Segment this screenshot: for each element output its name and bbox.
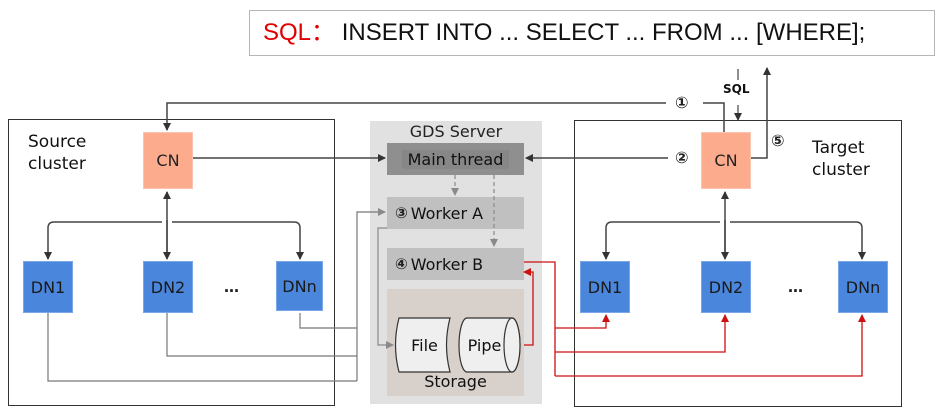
main-thread-box: Main thread — [387, 143, 524, 175]
red-to-target-dn1 — [555, 314, 610, 329]
source-cn-node: CN — [143, 132, 193, 189]
step-3-marker: ③ — [395, 204, 408, 222]
source-cluster-label: Source cluster — [28, 131, 86, 175]
target-cluster-label: Target cluster — [812, 137, 870, 181]
source-cn-dnn-arrow — [172, 221, 304, 260]
target-dnn-node: DNn — [838, 261, 888, 313]
target-dnn-label: DNn — [845, 277, 881, 297]
worker-b-box: ④ Worker B — [387, 248, 524, 280]
target-cn-dn1-arrow — [602, 221, 720, 260]
target-dn2-label: DN2 — [708, 277, 744, 297]
pipe-to-worker-b — [523, 268, 534, 346]
worker-a-box: ③ Worker A — [387, 197, 524, 229]
step1-connector-left — [163, 102, 666, 131]
pipe-label: Pipe — [467, 336, 502, 355]
source-cn-dn1-arrow — [44, 221, 162, 260]
step1-connector — [703, 102, 725, 132]
file-shape — [394, 317, 451, 373]
red-to-target-dn2 — [555, 314, 729, 353]
target-dn1-node: DN1 — [580, 261, 630, 313]
source-dn2-node: DN2 — [143, 261, 193, 313]
gds-collector-to-worker-a — [356, 208, 386, 381]
target-dn2-node: DN2 — [701, 261, 751, 313]
worker-b-label: Worker B — [410, 254, 484, 274]
file-label: File — [411, 336, 438, 355]
source-dnn-to-gds — [299, 313, 357, 329]
storage-label: Storage — [424, 372, 487, 391]
worker-b-to-target-dns — [524, 261, 556, 376]
pipe-cap — [503, 317, 521, 373]
sql-statement-box: SQL： INSERT INTO ... SELECT ... FROM ...… — [249, 10, 935, 56]
target-cluster-label-line1: Target — [812, 138, 865, 158]
step-5-marker: ⑤ — [771, 131, 785, 150]
target-cn-dnn-arrow — [730, 221, 866, 260]
step-1-marker: ① — [675, 93, 689, 112]
step5-connector — [751, 67, 771, 159]
step-4-marker: ④ — [395, 255, 408, 273]
sql-keyword: SQL： — [263, 19, 336, 46]
source-cluster-label-line2: cluster — [28, 154, 86, 174]
source-cluster-box — [8, 119, 335, 406]
target-cn-node: CN — [701, 132, 751, 189]
target-dn1-label: DN1 — [587, 277, 623, 297]
gds-server-title: GDS Server — [409, 122, 503, 141]
source-dn1-to-gds — [47, 313, 357, 382]
worker-a-label: Worker A — [410, 203, 484, 223]
step-2-marker: ② — [675, 148, 689, 167]
sql-statement-text: INSERT INTO ... SELECT ... FROM ... [WHE… — [335, 19, 866, 46]
source-dnn-node: DNn — [276, 261, 323, 311]
source-cluster-label-line1: Source — [28, 132, 87, 152]
source-dn-ellipsis: … — [224, 278, 239, 296]
source-dn1-node: DN1 — [23, 261, 73, 313]
target-cluster-label-line2: cluster — [812, 160, 870, 180]
red-to-target-dnn — [555, 314, 866, 377]
source-dnn-label: DNn — [282, 276, 317, 296]
target-dn-ellipsis: … — [788, 278, 803, 296]
target-cn-label: CN — [714, 151, 738, 170]
worker-a-to-file — [377, 227, 394, 349]
source-dn2-to-gds — [166, 313, 357, 357]
sql-input-label: SQL — [723, 82, 750, 96]
source-dn2-label: DN2 — [150, 277, 186, 297]
source-cn-label: CN — [156, 151, 180, 170]
source-dn1-label: DN1 — [30, 277, 66, 297]
main-thread-label: Main thread — [401, 149, 510, 169]
